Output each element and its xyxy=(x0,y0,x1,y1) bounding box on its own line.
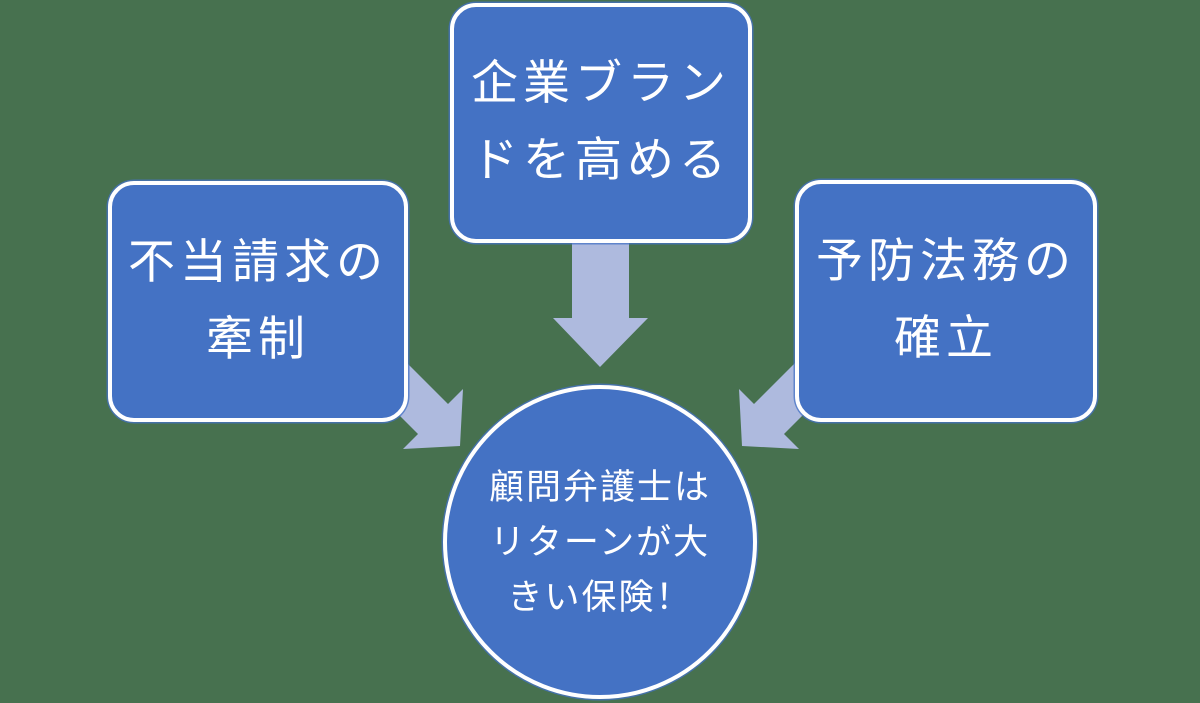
box-corporate-brand: 企業ブラン ドを高める xyxy=(450,3,752,243)
box-preventive-law: 予防法務の 確立 xyxy=(795,180,1097,422)
center-circle-conclusion: 顧問弁護士は リターンが大 きい保険！ xyxy=(443,385,757,699)
box-preventive-law-label: 予防法務の 確立 xyxy=(816,236,1076,365)
top-to-center-arrow xyxy=(553,240,648,367)
box-corporate-brand-label: 企業ブラン ドを高める xyxy=(471,58,731,187)
box-unjust-claims: 不当請求の 牽制 xyxy=(108,181,408,422)
center-circle-label: 顧問弁護士は リターンが大 きい保険！ xyxy=(488,467,711,617)
box-unjust-claims-label: 不当請求の 牽制 xyxy=(128,236,388,366)
